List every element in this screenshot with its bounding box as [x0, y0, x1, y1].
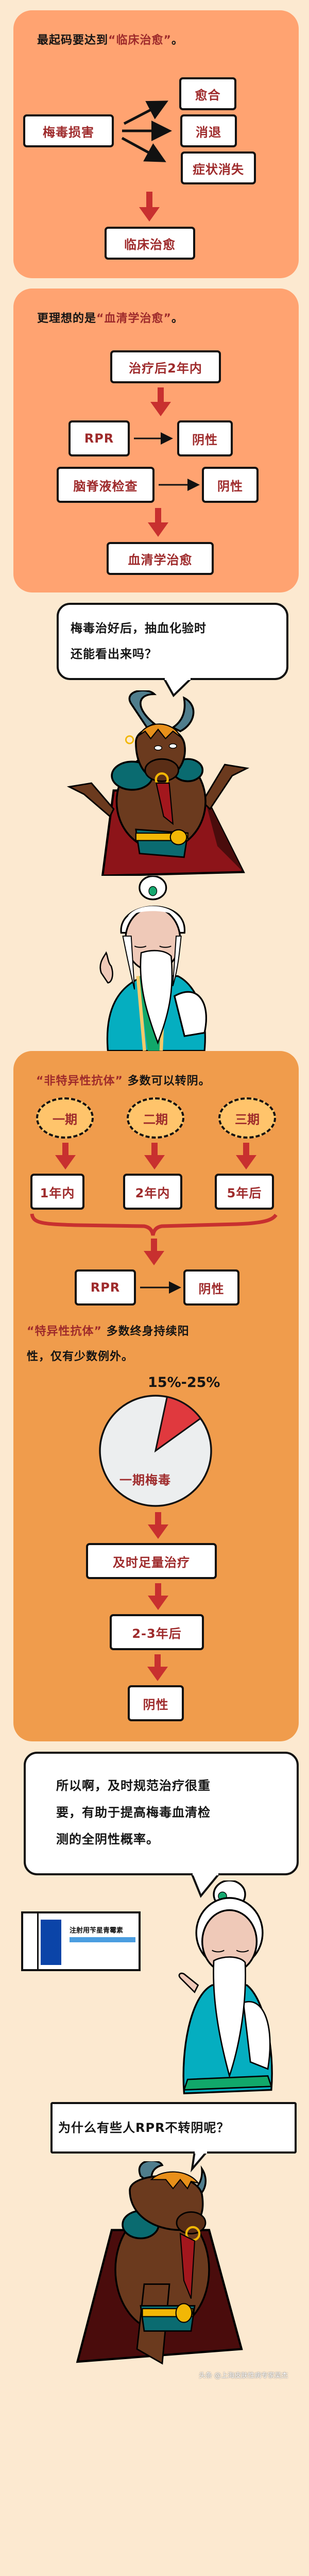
bull-character-shrugging [66, 690, 250, 876]
medicine-box-stripe [41, 1920, 61, 1965]
rpr-box: RPR [75, 1269, 136, 1306]
medicine-box-band [70, 1937, 135, 1942]
old-sage-character [99, 876, 207, 1051]
bubble1-line1: 梅毒治好后，抽血化验时 [71, 622, 207, 635]
timeframe-box: 治疗后2年内 [110, 350, 221, 383]
serological-cure-box: 血清学治愈 [107, 542, 214, 575]
flow-arrows [30, 100, 278, 1681]
red-arrow [55, 1143, 76, 1170]
syphilis-lesion-box: 梅毒损害 [23, 114, 114, 147]
bubble2-line1: 所以啊，及时规范治疗很重 [56, 1778, 211, 1793]
outcome-box-subside: 消退 [180, 114, 237, 147]
red-arrow [148, 1583, 168, 1610]
stage-time-box-2: 2年内 [123, 1174, 182, 1210]
outcome-box-symptoms-gone: 症状消失 [181, 151, 256, 184]
bull-character-thinking [76, 2161, 243, 2365]
outcome-box-heal: 愈合 [179, 77, 236, 110]
specific-antibody-text: “特异性抗体” 多数终身持续阳 性，仅有少数例外。 [27, 1319, 284, 1369]
text-line1: 多数终身持续阳 [106, 1325, 190, 1338]
bubble3-tail [191, 2150, 208, 2173]
stage-oval-2: 二期 [127, 1097, 184, 1139]
stage-oval-3: 三期 [218, 1097, 276, 1139]
red-arrows [55, 192, 256, 1681]
medicine-box-side [23, 1913, 39, 1969]
rpr-negative-box: 阴性 [183, 1269, 239, 1306]
bubble1-line2: 还能看出来吗？ [71, 648, 157, 661]
old-sage-character-pointing [178, 1880, 273, 2094]
red-arrow [144, 1239, 164, 1265]
title-text: 更理想的是 [37, 312, 97, 325]
red-arrow [139, 192, 160, 222]
title-suffix: 。 [171, 34, 183, 47]
bubble3-tail-cover [195, 2149, 207, 2154]
bubble2-line2: 要，有助于提高梅毒血清检 [56, 1805, 211, 1820]
bubble2-line3: 测的全阴性概率。 [56, 1832, 159, 1846]
title-highlight: “临床治愈” [108, 34, 171, 47]
red-arrow [147, 1654, 168, 1681]
csf-test-box: 脑脊液检查 [57, 467, 154, 503]
bubble1-tail [163, 677, 193, 698]
medicine-box: 注射用苄星青霉素 [21, 1911, 141, 1971]
csf-negative-box: 阴性 [202, 467, 259, 503]
bubble3-text: 为什么有些人RPR不转阴呢？ [58, 2121, 230, 2135]
bubble1-tail-cover [165, 676, 191, 680]
curly-brace [30, 1213, 278, 1236]
stage-oval-1: 一期 [36, 1097, 94, 1139]
medicine-box-label: 注射用苄星青霉素 [70, 1927, 124, 1935]
rpr-negative-box: 阴性 [177, 420, 233, 456]
red-arrow [150, 387, 171, 416]
section3-title: “非特异性抗体” 多数可以转阴。 [36, 1072, 211, 1088]
serological-cure-panel [13, 289, 299, 592]
clinical-cure-box: 临床治愈 [105, 227, 195, 260]
after-years-box: 2-3年后 [110, 1614, 204, 1650]
section1-title: 最起码要达到“临床治愈”。 [37, 31, 183, 47]
watermark: 头条 @上海皮肤性病专家吴杰 [199, 2372, 288, 2380]
section2-title: 更理想的是“血清学治愈”。 [37, 309, 183, 326]
bubble1-text: 梅毒治好后，抽血化验时 还能看出来吗？ [71, 616, 207, 667]
black-arrow [121, 100, 200, 1294]
bubble2-tail [191, 1872, 220, 1898]
text-line2: 性，仅有少数例外。 [27, 1350, 134, 1363]
bubble2-text: 所以啊，及时规范治疗很重 要，有助于提高梅毒血清检 测的全阴性概率。 [56, 1772, 211, 1853]
stage-time-box-1: 1年内 [30, 1174, 84, 1210]
timely-treatment-box: 及时足量治疗 [86, 1543, 217, 1579]
speech-bubble-why [50, 2102, 297, 2154]
pie-slice [154, 1396, 202, 1453]
red-arrow [236, 1143, 256, 1170]
pie-percent-label: 15%-25% [148, 1375, 220, 1391]
red-arrow [148, 508, 168, 537]
title-suffix: 。 [171, 312, 183, 325]
title-text: 最起码要达到 [37, 34, 109, 47]
red-arrow [148, 1512, 168, 1539]
stage-time-box-3: 5年后 [215, 1174, 274, 1210]
red-arrow [144, 1143, 165, 1170]
rpr-box: RPR [68, 420, 130, 456]
title-highlight: “非特异性抗体” [36, 1075, 123, 1088]
title-highlight: “血清学治愈” [96, 312, 171, 325]
title-text: 多数可以转阴。 [127, 1075, 211, 1088]
final-negative-box: 阴性 [128, 1685, 184, 1721]
pie-label: 一期梅毒 [119, 1473, 171, 1487]
speech-bubble-advice [24, 1752, 299, 1875]
pie-chart [99, 1395, 212, 1507]
bubble2-tail-cover [193, 1871, 218, 1875]
text-highlight: “特异性抗体” [27, 1325, 102, 1338]
